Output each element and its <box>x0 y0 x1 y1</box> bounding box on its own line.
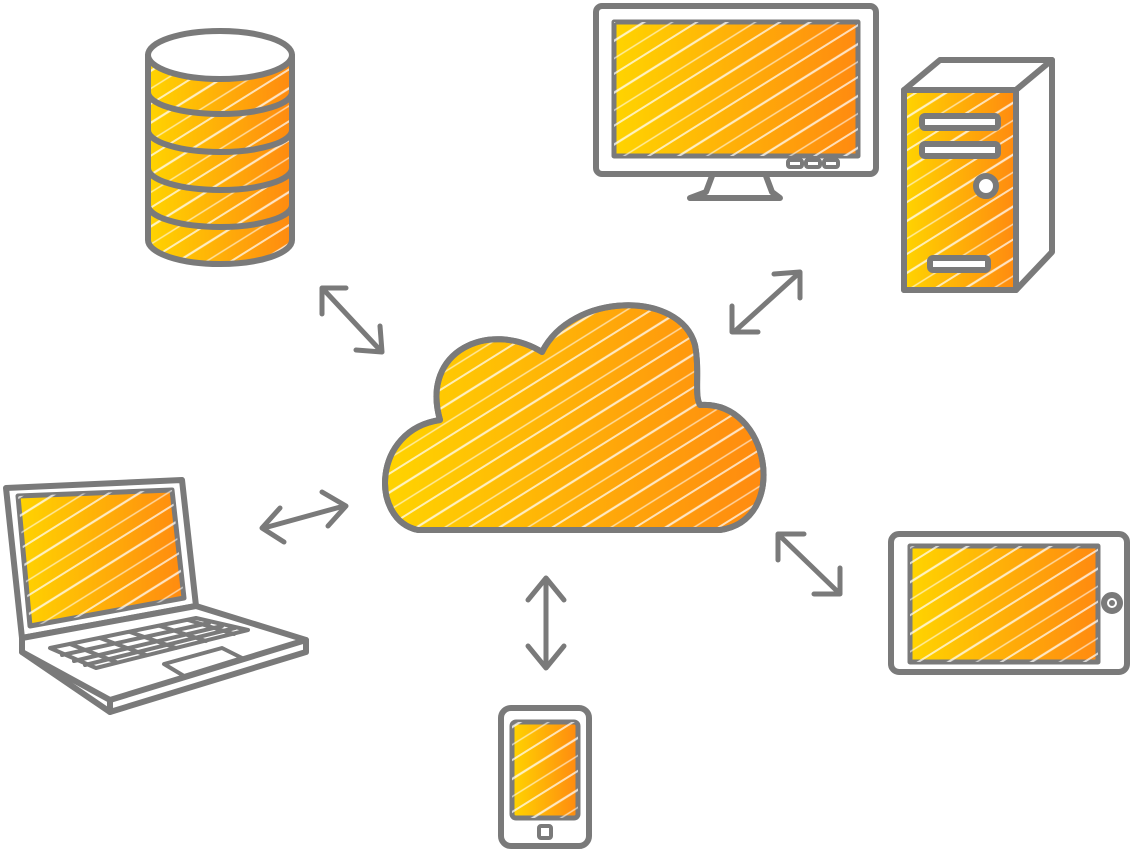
desktop-computer-icon <box>593 3 1055 293</box>
arrow-cloud-database <box>319 285 385 355</box>
arrow-cloud-desktop <box>729 269 803 335</box>
arrow-cloud-smartphone <box>525 575 567 671</box>
cloud-icon <box>382 302 767 533</box>
arrow-cloud-laptop <box>259 489 349 545</box>
smartphone-icon <box>498 705 592 849</box>
laptop-icon <box>3 477 309 715</box>
monitor-icon <box>593 3 879 201</box>
touchpad-icon <box>162 646 244 678</box>
tablet-icon <box>888 531 1130 675</box>
arrow-cloud-tablet <box>775 531 843 597</box>
keyboard-icon <box>48 616 250 670</box>
database-icon <box>145 28 295 267</box>
computer-tower-icon <box>901 57 1055 293</box>
